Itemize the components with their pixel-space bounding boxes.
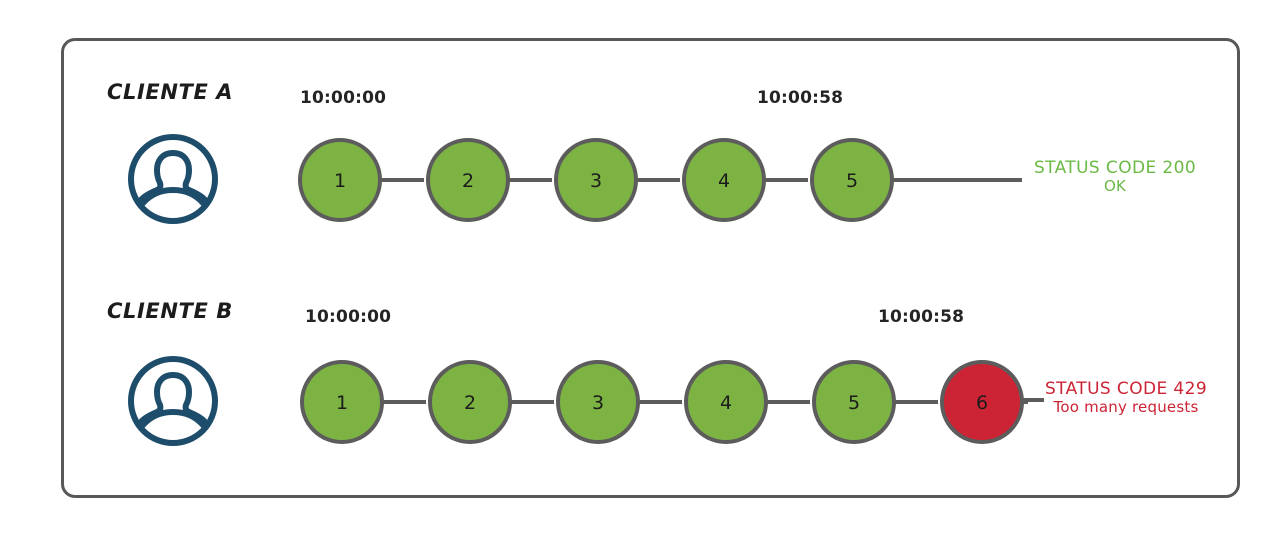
request-node-label: 4	[718, 170, 730, 192]
client-b-end-time: 10:00:58	[878, 307, 965, 327]
client-a-label: CLIENTE A	[107, 80, 234, 104]
request-node-label: 3	[592, 392, 604, 414]
request-node-label: 5	[846, 170, 858, 192]
client-b-tail-connector	[1022, 398, 1044, 402]
user-avatar-icon	[127, 133, 219, 225]
request-node-label: 2	[462, 170, 474, 192]
status-code-text: STATUS CODE 200	[1033, 158, 1197, 178]
client-b-status-badge: STATUS CODE 429 Too many requests	[1028, 379, 1224, 417]
status-code-text: STATUS CODE 429	[1044, 379, 1208, 399]
client-b-start-time: 10:00:00	[305, 307, 392, 327]
request-node-label: 4	[720, 392, 732, 414]
request-node-label: 2	[464, 392, 476, 414]
client-a-request-chain: 1 2 3 4 5	[296, 134, 1026, 232]
user-avatar-icon	[127, 355, 219, 447]
status-message-text: Too many requests	[1053, 398, 1199, 417]
request-node-label: 1	[334, 170, 346, 192]
request-node-label: 6	[976, 392, 988, 414]
request-node-label: 1	[336, 392, 348, 414]
client-a-end-time: 10:00:58	[757, 88, 844, 108]
client-a-status-badge: STATUS CODE 200 OK	[1015, 158, 1215, 196]
diagram-frame	[61, 38, 1240, 498]
request-node-label: 3	[590, 170, 602, 192]
status-message-text: OK	[1103, 177, 1127, 196]
client-a-start-time: 10:00:00	[300, 88, 387, 108]
client-b-request-chain: 1 2 3 4 5 6	[298, 356, 1028, 454]
client-b-label: CLIENTE B	[107, 299, 233, 323]
request-node-label: 5	[848, 392, 860, 414]
